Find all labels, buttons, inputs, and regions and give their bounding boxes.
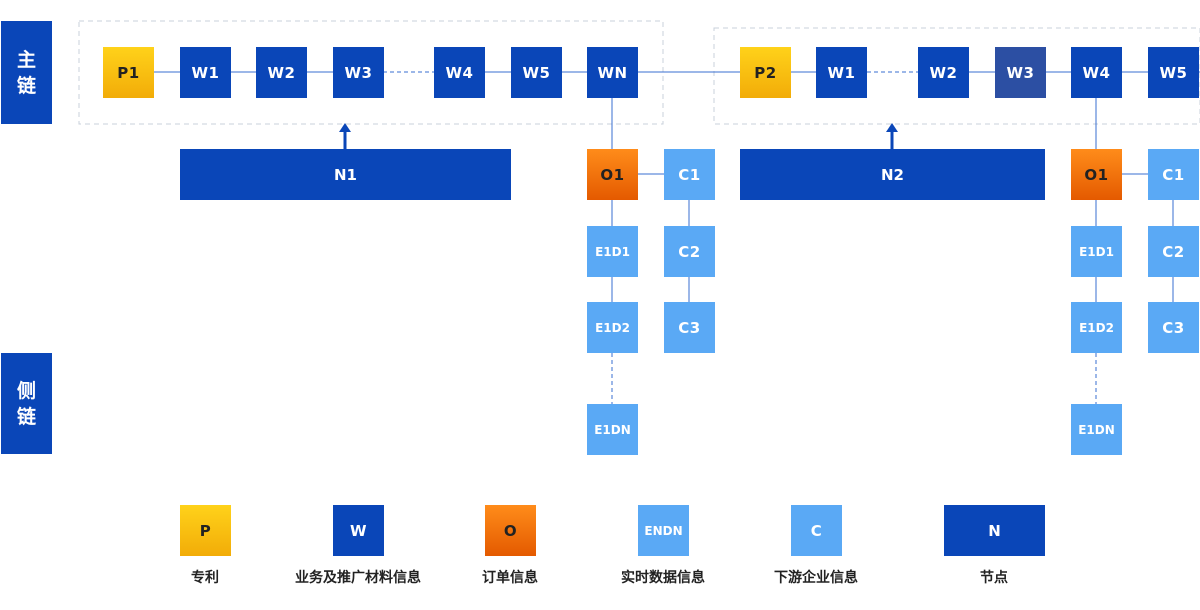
node-c3-right: C3 bbox=[1148, 302, 1199, 353]
legend-label-business: 业务及推广材料信息 bbox=[295, 570, 421, 586]
legend-swatch-business: W bbox=[333, 505, 384, 556]
node-w2-right: W2 bbox=[918, 47, 969, 98]
node-p1: P1 bbox=[103, 47, 154, 98]
node-n2: N2 bbox=[740, 149, 1045, 200]
node-w3: W3 bbox=[333, 47, 384, 98]
legend-label-patent: 专利 bbox=[191, 570, 219, 586]
node-p2: P2 bbox=[740, 47, 791, 98]
legend-label-node: 节点 bbox=[980, 570, 1008, 586]
main-chain-group-left bbox=[78, 20, 664, 125]
node-w1-right: W1 bbox=[816, 47, 867, 98]
node-e1dn-left: E1DN bbox=[587, 404, 638, 455]
node-w2: W2 bbox=[256, 47, 307, 98]
node-o1-left: O1 bbox=[587, 149, 638, 200]
node-n1: N1 bbox=[180, 149, 511, 200]
node-w3-right: W3 bbox=[995, 47, 1046, 98]
node-c1-right: C1 bbox=[1148, 149, 1199, 200]
node-e1dn-right: E1DN bbox=[1071, 404, 1122, 455]
node-w4-right: W4 bbox=[1071, 47, 1122, 98]
node-w1: W1 bbox=[180, 47, 231, 98]
legend-swatch-node: N bbox=[944, 505, 1045, 556]
node-c2-left: C2 bbox=[664, 226, 715, 277]
node-w4: W4 bbox=[434, 47, 485, 98]
node-c1-left: C1 bbox=[664, 149, 715, 200]
side-chain-label: 侧 链 bbox=[1, 353, 52, 454]
side-chain-label-text: 侧 链 bbox=[16, 379, 36, 428]
node-wn: WN bbox=[587, 47, 638, 98]
node-e1d1-right: E1D1 bbox=[1071, 226, 1122, 277]
node-w5: W5 bbox=[511, 47, 562, 98]
legend-swatch-realtime: ENDN bbox=[638, 505, 689, 556]
main-chain-group-right bbox=[713, 27, 1200, 125]
node-e1d2-left: E1D2 bbox=[587, 302, 638, 353]
node-c2-right: C2 bbox=[1148, 226, 1199, 277]
legend-swatch-order: O bbox=[485, 505, 536, 556]
main-chain-label: 主 链 bbox=[1, 21, 52, 124]
node-o1-right: O1 bbox=[1071, 149, 1122, 200]
node-e1d1-left: E1D1 bbox=[587, 226, 638, 277]
node-w5-right: W5 bbox=[1148, 47, 1199, 98]
node-e1d2-right: E1D2 bbox=[1071, 302, 1122, 353]
main-chain-label-text: 主 链 bbox=[16, 48, 36, 97]
legend-label-order: 订单信息 bbox=[482, 570, 538, 586]
legend-swatch-patent: P bbox=[180, 505, 231, 556]
legend-swatch-downstream: C bbox=[791, 505, 842, 556]
legend-label-realtime: 实时数据信息 bbox=[621, 570, 705, 586]
node-c3-left: C3 bbox=[664, 302, 715, 353]
legend-label-downstream: 下游企业信息 bbox=[774, 570, 858, 586]
